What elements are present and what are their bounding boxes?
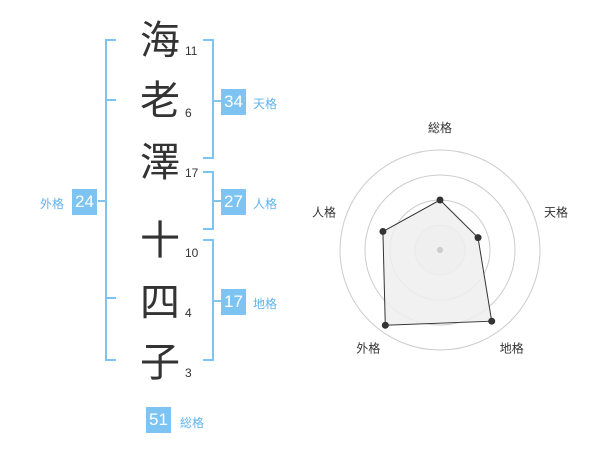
stroke-count-1: 11 bbox=[185, 44, 198, 58]
radar-axis-label: 天格 bbox=[544, 204, 568, 219]
name-char-6: 子 bbox=[140, 340, 180, 386]
chikaku-score: 17 bbox=[221, 289, 246, 315]
name-char-2: 老 bbox=[140, 78, 180, 124]
radar-axis-label: 外格 bbox=[356, 341, 380, 356]
stroke-count-3: 17 bbox=[185, 166, 199, 180]
radar-point bbox=[379, 227, 387, 235]
name-char-1: 海 bbox=[140, 18, 180, 64]
jinkaku-score: 27 bbox=[221, 189, 246, 215]
gaikaku-score: 24 bbox=[72, 189, 97, 215]
stroke-count-4: 10 bbox=[185, 246, 199, 260]
radar-point bbox=[474, 234, 482, 242]
stroke-count-6: 3 bbox=[185, 366, 192, 380]
radar-point bbox=[488, 317, 496, 325]
radar-axis-label: 地格 bbox=[500, 341, 524, 356]
stroke-count-5: 4 bbox=[185, 306, 192, 320]
name-char-3: 澤 bbox=[140, 140, 180, 186]
radar-point bbox=[436, 196, 444, 204]
radar-shape bbox=[382, 199, 493, 326]
jinkaku-label: 人格 bbox=[253, 197, 278, 211]
radar-axis-label: 総格 bbox=[428, 120, 452, 135]
name-char-5: 四 bbox=[140, 280, 180, 326]
name-char-4: 十 bbox=[140, 218, 180, 264]
radar-axis-label: 人格 bbox=[312, 204, 336, 219]
radar-ring bbox=[364, 174, 516, 326]
tenkaku-label: 天格 bbox=[253, 97, 278, 111]
radar-points bbox=[379, 196, 496, 329]
tenkaku-score: 34 bbox=[221, 89, 246, 115]
soukaku-score: 51 bbox=[146, 407, 171, 433]
chikaku-label: 地格 bbox=[253, 297, 278, 311]
radar-center-dot bbox=[437, 247, 443, 253]
radar-ring bbox=[339, 149, 541, 351]
stroke-count-2: 6 bbox=[185, 106, 192, 120]
gaikaku-label: 外格 bbox=[40, 197, 65, 211]
soukaku-label: 総格 bbox=[180, 416, 205, 430]
radar-point bbox=[381, 321, 389, 329]
